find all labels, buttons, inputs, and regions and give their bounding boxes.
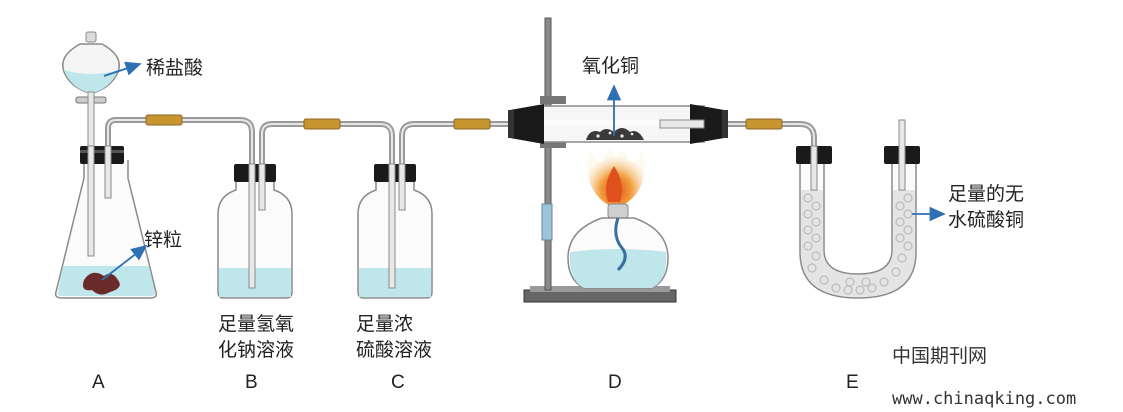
rubber-connector-1 — [145, 114, 183, 126]
erlenmeyer-flask — [54, 160, 158, 299]
label-naoh-1: 足量氢氧 — [218, 313, 294, 335]
label-zinc: 锌粒 — [144, 229, 182, 251]
granule-pattern — [803, 193, 913, 295]
tube-b-c — [259, 121, 395, 171]
rubber-connector-2 — [303, 118, 341, 130]
copper-oxide-powder — [586, 128, 644, 140]
tube-stopper-left — [510, 104, 544, 144]
funnel-stopper — [85, 31, 97, 43]
caption-d: D — [608, 372, 622, 393]
stand-clamp — [540, 96, 566, 104]
label-dilute-hcl: 稀盐酸 — [146, 57, 203, 79]
flask-stopper — [80, 146, 124, 164]
caption-c: C — [391, 372, 405, 393]
label-h2so4-2: 硫酸溶液 — [356, 339, 432, 361]
apparatus-a — [54, 31, 158, 299]
apparatus-e — [796, 119, 920, 299]
apparatus-b — [217, 163, 293, 299]
lamp-wick — [614, 217, 627, 272]
u-tube-outlet — [898, 119, 906, 191]
arrow-zinc — [101, 244, 148, 281]
tube-a-b — [105, 117, 255, 171]
cuso4-granules — [801, 190, 915, 297]
caption-a: A — [92, 372, 105, 393]
label-cuso4-2: 水硫酸铜 — [948, 209, 1024, 231]
label-cuso4-1: 足量的无 — [948, 183, 1024, 205]
label-naoh-2: 化钠溶液 — [218, 339, 294, 361]
rubber-connector-4 — [745, 118, 783, 130]
caption-b: B — [245, 372, 258, 393]
arrow-hcl — [103, 61, 142, 77]
tube-c-d — [399, 121, 515, 171]
rubber-connectors — [145, 114, 783, 130]
apparatus-c — [357, 163, 433, 299]
stand-rod — [544, 17, 552, 291]
rubber-connector-3 — [453, 118, 491, 130]
zinc-granules — [83, 272, 120, 295]
pointer-arrows — [101, 61, 946, 281]
lamp-wick-holder — [607, 203, 629, 219]
label-h2so4-1: 足量浓 — [356, 313, 413, 335]
caption-e: E — [846, 372, 859, 393]
watermark-url: www.chinaqking.com — [892, 389, 1076, 409]
watermark-name: 中国期刊网 — [892, 345, 987, 367]
apparatus-d — [508, 17, 728, 303]
tube-stopper-right — [690, 104, 724, 144]
label-cuo: 氧化铜 — [582, 55, 639, 77]
